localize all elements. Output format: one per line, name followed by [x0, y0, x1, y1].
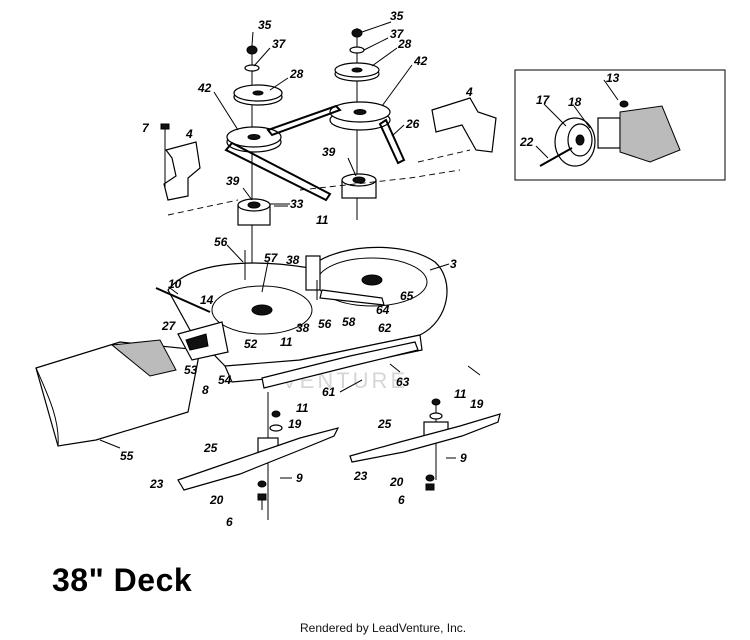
bracket-left: [160, 123, 201, 201]
callout-7: 7: [142, 121, 150, 135]
callout-22: 22: [519, 135, 534, 149]
callout-25-left-blade: 25: [203, 441, 218, 455]
callout-20-left-blade: 20: [209, 493, 224, 507]
callout-10: 10: [168, 277, 182, 291]
callout-37-left: 37: [272, 37, 287, 51]
callout-25-right-blade: 25: [377, 417, 392, 431]
callout-39-left: 39: [226, 174, 240, 188]
callout-56-mid: 56: [318, 317, 332, 331]
callout-8: 8: [202, 383, 209, 397]
callout-62: 62: [378, 321, 392, 335]
bracket-right: [431, 97, 497, 153]
callout-39-right: 39: [322, 145, 336, 159]
mower-deck: [167, 246, 448, 389]
callout-53: 53: [184, 363, 198, 377]
callout-57: 57: [264, 251, 279, 265]
callout-9-left-blade: 9: [296, 471, 303, 485]
callout-61: 61: [322, 385, 336, 399]
callout-11-mid: 11: [280, 335, 293, 349]
right-blade-assembly: [349, 398, 501, 491]
callout-11-left-blade: 11: [296, 401, 309, 415]
callout-23-right-blade: 23: [353, 469, 368, 483]
callout-6-right-blade: 6: [398, 493, 405, 507]
callout-54: 54: [218, 373, 232, 387]
callout-11-right-blade: 11: [454, 387, 467, 401]
callout-38-mid: 38: [296, 321, 310, 335]
callout-35-left: 35: [258, 18, 272, 32]
callout-65: 65: [400, 289, 414, 303]
page-title: 38" Deck: [52, 562, 193, 598]
callout-37-right: 37: [390, 27, 405, 41]
callout-28-right: 28: [397, 37, 412, 51]
callout-labels: 35 37 28 42 35 37 28 42 7 4 4 26 13 17 1…: [120, 9, 620, 529]
callout-11-top: 11: [316, 213, 329, 227]
callout-26: 26: [405, 117, 420, 131]
inset-detail: [514, 69, 726, 181]
drive-belt: [224, 104, 406, 202]
callout-35-right: 35: [390, 9, 404, 23]
callout-56-left: 56: [214, 235, 228, 249]
callout-23-left-blade: 23: [149, 477, 164, 491]
callout-6-left-blade: 6: [226, 515, 233, 529]
callout-3: 3: [450, 257, 457, 271]
callout-13: 13: [606, 71, 620, 85]
callout-9-right-blade: 9: [460, 451, 467, 465]
callout-27: 27: [161, 319, 177, 333]
callout-52: 52: [244, 337, 258, 351]
alignment-lines: [167, 149, 471, 216]
render-credit: Rendered by LeadVenture, Inc.: [300, 621, 467, 635]
leader-lines: [99, 21, 619, 449]
rod-10: [155, 250, 246, 313]
callout-4-right: 4: [465, 85, 473, 99]
callout-33: 33: [290, 197, 304, 211]
callout-4-left: 4: [185, 127, 193, 141]
right-spindle-stack: [329, 28, 391, 220]
callout-18: 18: [568, 95, 582, 109]
callout-38-top: 38: [286, 253, 300, 267]
callout-28-left: 28: [289, 67, 304, 81]
callout-17: 17: [536, 93, 551, 107]
discharge-chute: [35, 321, 229, 447]
callout-58: 58: [342, 315, 356, 329]
callout-19-left-blade: 19: [288, 417, 302, 431]
callout-63: 63: [396, 375, 410, 389]
callout-55: 55: [120, 449, 134, 463]
callout-20-right-blade: 20: [389, 475, 404, 489]
left-blade-assembly: [177, 392, 340, 520]
callout-42-right: 42: [413, 54, 428, 68]
callout-42-left: 42: [197, 81, 212, 95]
callout-19-right-blade: 19: [470, 397, 484, 411]
callout-14: 14: [200, 293, 214, 307]
callout-64: 64: [376, 303, 390, 317]
